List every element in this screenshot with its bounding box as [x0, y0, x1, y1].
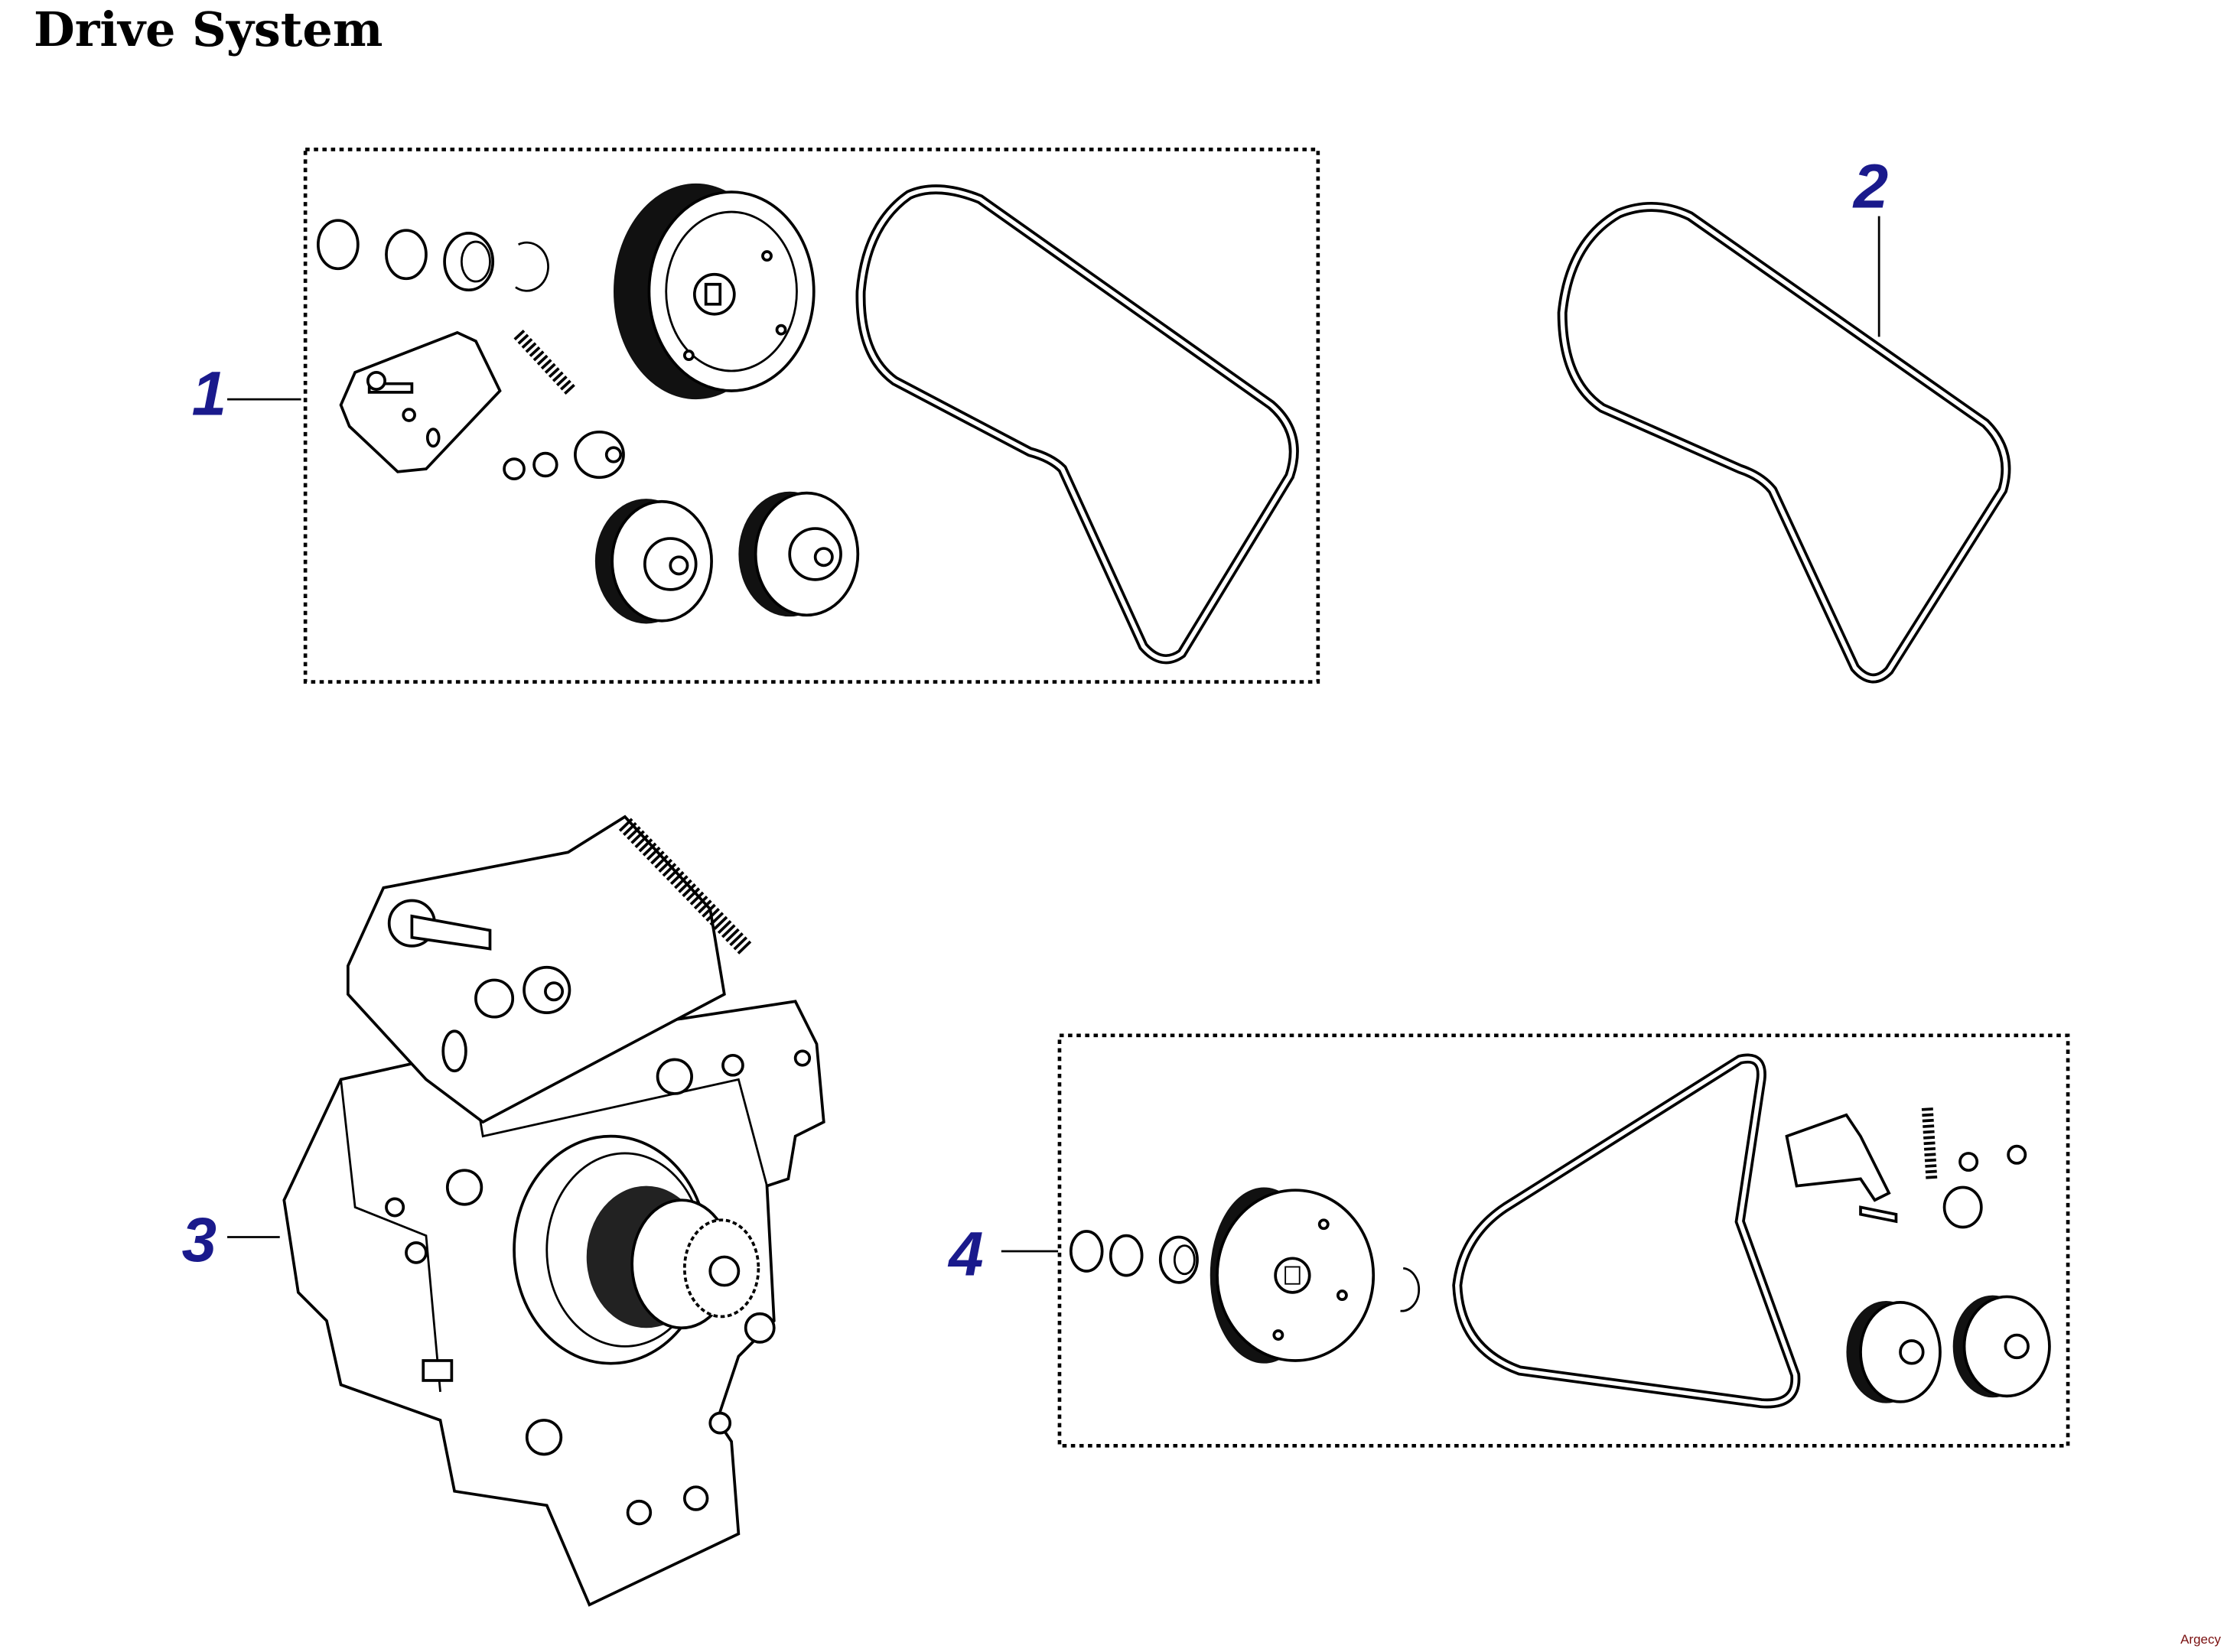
page-title: Drive System [34, 2, 383, 57]
callout-number-4: 4 [947, 1220, 983, 1289]
kit-1-parts [317, 183, 860, 624]
callout-3[interactable]: 3 [182, 1205, 280, 1275]
callout-4[interactable]: 4 [947, 1220, 1059, 1289]
watermark: Argecy [2180, 1632, 2221, 1647]
callout-1[interactable]: 1 [192, 359, 301, 429]
drive-belt [1557, 202, 2011, 684]
kit-4-box [1057, 1033, 2070, 1448]
kit-4-parts [1069, 1107, 2051, 1403]
callout-number-1: 1 [192, 359, 226, 429]
drive-motor-assembly [282, 815, 825, 1607]
callout-2[interactable]: 2 [1852, 151, 1888, 337]
kit-1-belt [855, 184, 1299, 665]
kit-4-belt [1452, 1053, 1801, 1409]
kit-1-box [303, 148, 1320, 684]
callout-number-3: 3 [182, 1205, 217, 1275]
callout-number-2: 2 [1852, 151, 1888, 221]
